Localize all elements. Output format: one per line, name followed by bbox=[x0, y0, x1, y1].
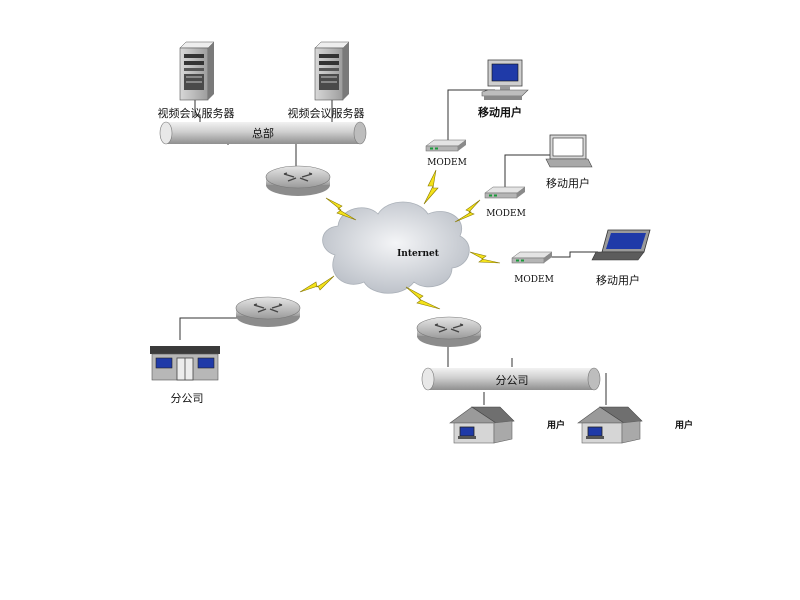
link-mobile-2 bbox=[504, 154, 555, 188]
branch-bus: 分公司 bbox=[421, 367, 601, 391]
modem-2-label: MODEM bbox=[486, 209, 526, 219]
house-icon bbox=[577, 406, 643, 444]
hq-bus-label: 总部 bbox=[252, 126, 274, 140]
server-left bbox=[179, 41, 215, 101]
laptop-icon bbox=[545, 134, 593, 168]
router-branch-right bbox=[416, 316, 482, 348]
laptop-icon bbox=[591, 229, 651, 261]
bolt-mobile-1 bbox=[423, 169, 439, 205]
link-mobile-3 bbox=[548, 251, 598, 258]
modem-1-label: MODEM bbox=[427, 158, 467, 168]
bolt-mobile-2 bbox=[454, 199, 481, 223]
link-mobile-1 bbox=[447, 89, 495, 140]
modem-3 bbox=[511, 251, 553, 264]
internet-cloud: Internet bbox=[322, 201, 470, 294]
house-icon bbox=[449, 406, 515, 444]
user-1-label: 用户 bbox=[546, 419, 565, 431]
desktop-computer-icon bbox=[481, 59, 529, 100]
mobile-user-2-label: 移动用户 bbox=[546, 176, 590, 190]
link-server-left bbox=[194, 100, 201, 122]
hq-bus: 总部 bbox=[159, 121, 367, 145]
bolt-mobile-3 bbox=[469, 251, 501, 264]
server-right-label: 视频会议服务器 bbox=[288, 106, 365, 120]
router-branch-left bbox=[235, 296, 301, 328]
mobile-user-1-label: 移动用户 bbox=[478, 105, 522, 119]
office-building-icon bbox=[150, 346, 220, 381]
user-2-label: 用户 bbox=[674, 419, 693, 431]
link-branch-router bbox=[179, 317, 240, 340]
modem-3-label: MODEM bbox=[514, 275, 554, 285]
mobile-user-3-label: 移动用户 bbox=[596, 273, 640, 287]
modem-1 bbox=[425, 139, 467, 152]
internet-label: Internet bbox=[397, 249, 440, 259]
branch-left-label: 分公司 bbox=[171, 392, 204, 405]
router-hq bbox=[265, 165, 331, 197]
branch-bus-label: 分公司 bbox=[496, 374, 529, 387]
bolt-branch-left bbox=[299, 275, 335, 293]
server-right bbox=[314, 41, 350, 101]
server-left-label: 视频会议服务器 bbox=[158, 106, 235, 120]
bolt-hq bbox=[325, 197, 357, 221]
modem-2 bbox=[484, 186, 526, 199]
bolt-branch-right bbox=[405, 286, 441, 310]
